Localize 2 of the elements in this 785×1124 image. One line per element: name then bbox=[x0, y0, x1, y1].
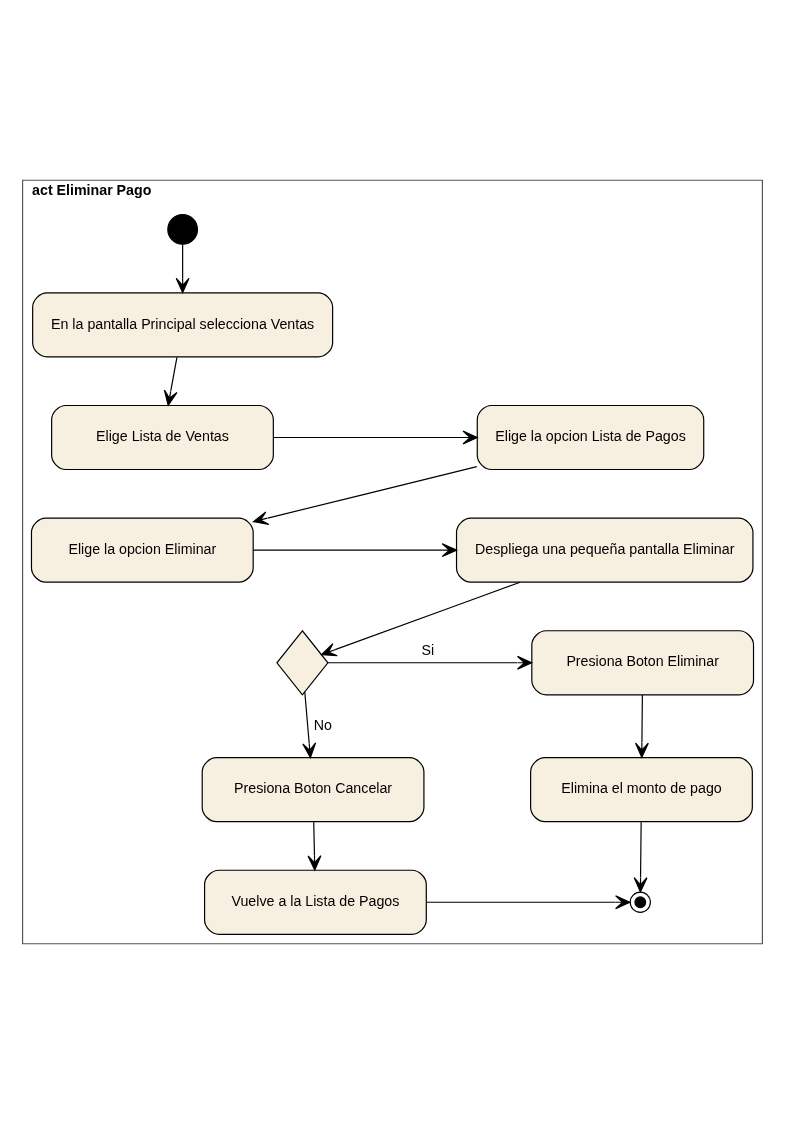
edge-label: Si bbox=[421, 642, 435, 659]
edge-label: No bbox=[313, 716, 333, 733]
